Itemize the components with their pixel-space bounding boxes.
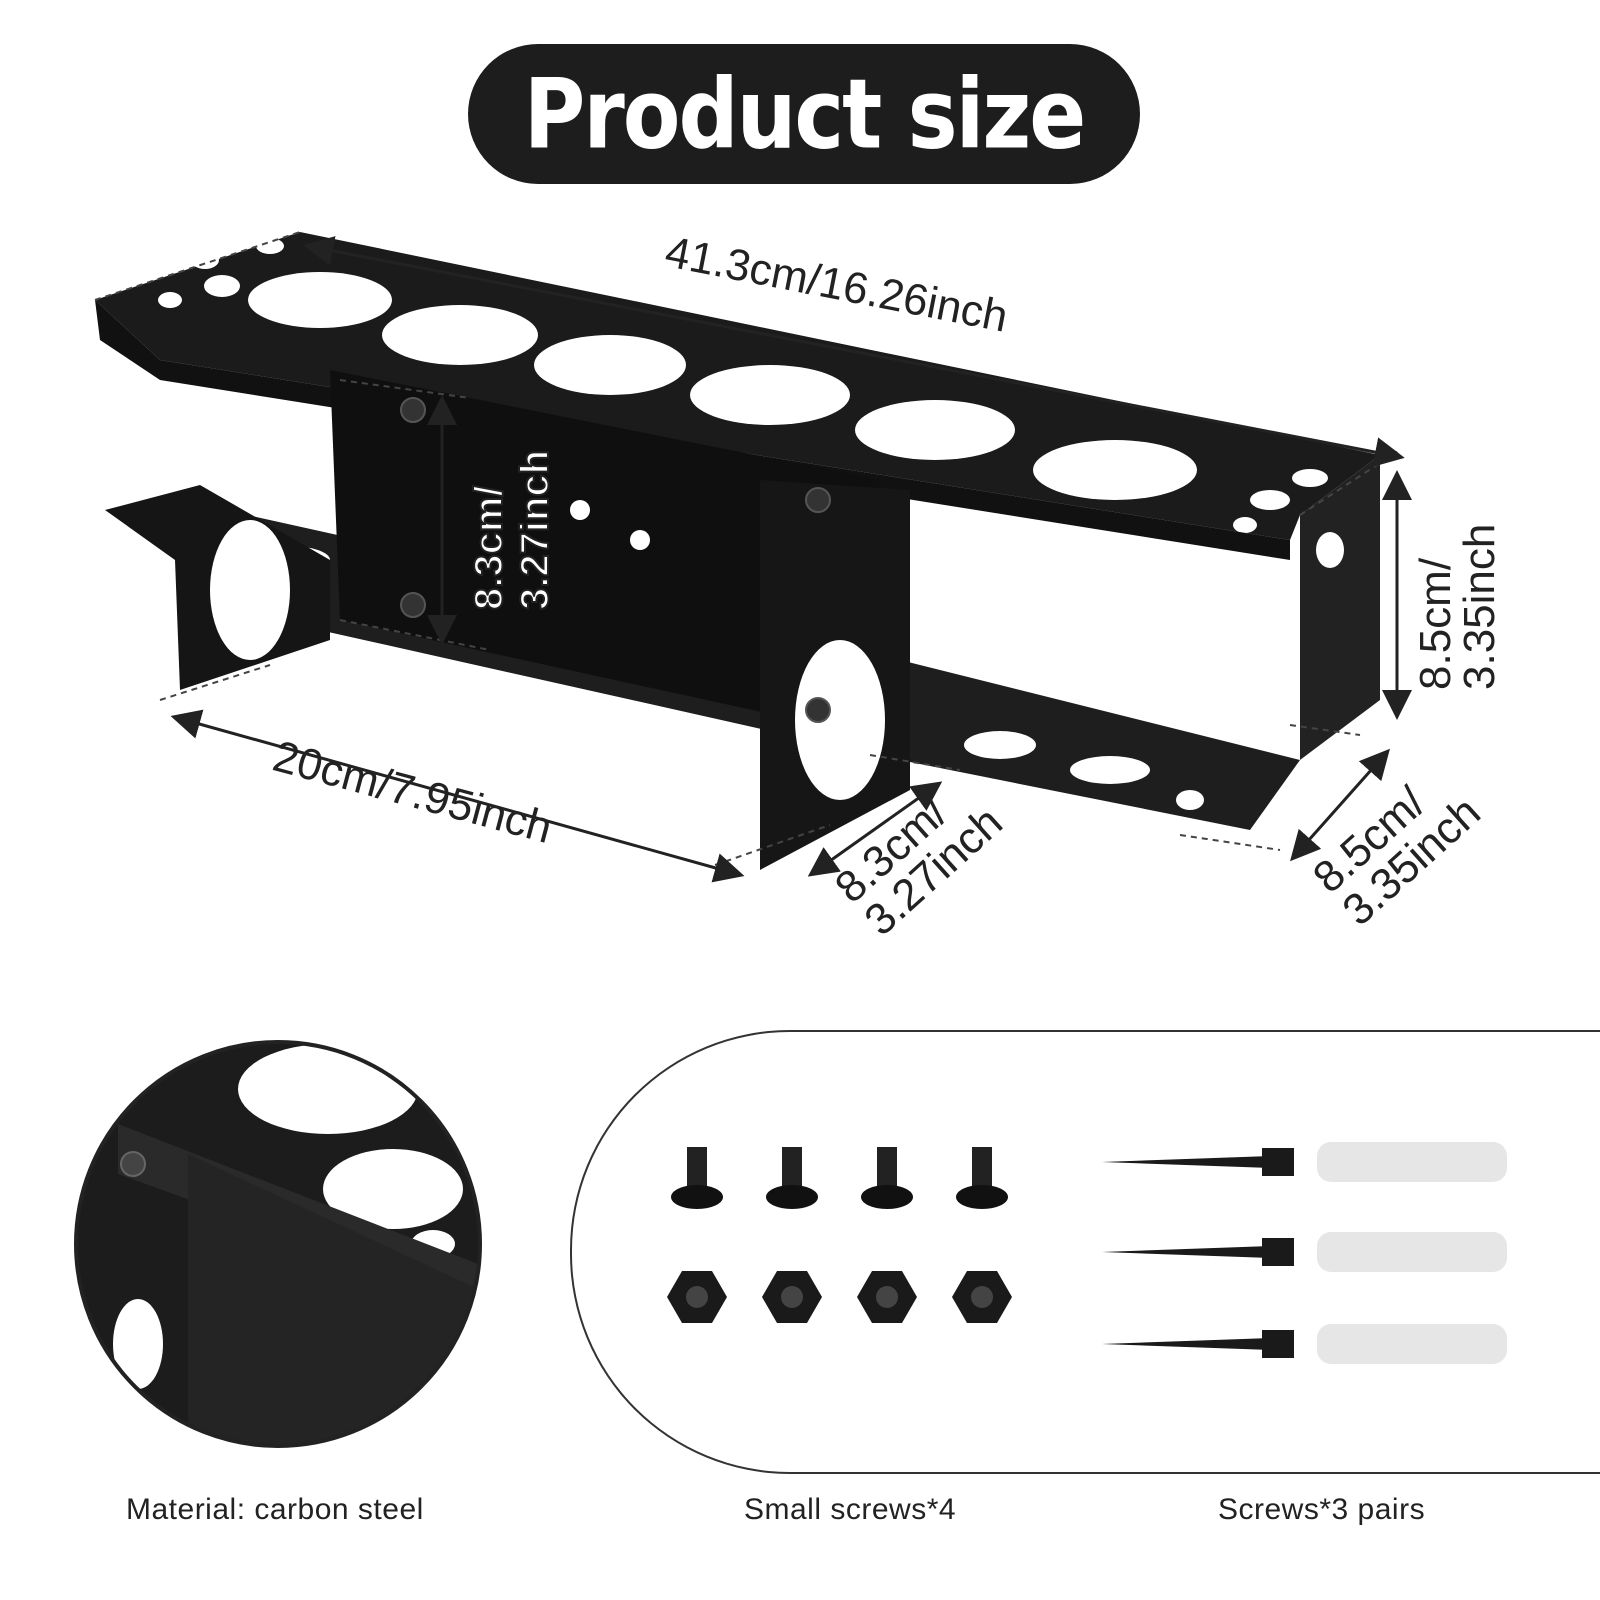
right-depth-label: 8.5cm/ 3.35inch bbox=[1304, 777, 1490, 935]
right-height-label: 8.5cm/ 3.35inch bbox=[1411, 524, 1504, 690]
depth-label: 20cm/7.95inch bbox=[268, 732, 557, 853]
length-arrow bbox=[303, 236, 1405, 467]
material-detail-image bbox=[74, 1040, 482, 1448]
right-depth-arrow bbox=[1290, 748, 1390, 862]
product-diagram: 41.3cm/16.26inch 20cm/7.95inch 8.3cm/ 3.… bbox=[94, 227, 1504, 945]
title-banner: Product size bbox=[468, 44, 1140, 184]
svg-text:3.35inch: 3.35inch bbox=[1455, 524, 1504, 690]
small-screws-group bbox=[671, 1147, 1008, 1209]
screws-pairs-caption: Screws*3 pairs bbox=[1218, 1493, 1426, 1526]
inner-height-label: 8.3cm/ 3.27inch bbox=[466, 449, 558, 611]
hardware-panel bbox=[570, 1030, 1600, 1474]
nuts-group bbox=[667, 1271, 1012, 1323]
svg-text:3.27inch: 3.27inch bbox=[513, 450, 557, 610]
depth-arrow bbox=[170, 709, 745, 883]
dimension-arrows bbox=[170, 236, 1412, 883]
screw-anchor-pairs bbox=[1102, 1142, 1507, 1364]
material-caption: Material: carbon steel bbox=[126, 1493, 424, 1526]
svg-text:8.5cm/: 8.5cm/ bbox=[1411, 557, 1460, 690]
svg-text:8.3cm/: 8.3cm/ bbox=[467, 485, 511, 610]
small-screws-caption: Small screws*4 bbox=[744, 1493, 957, 1526]
page-title: Product size bbox=[523, 57, 1086, 171]
bracket-depth-arrow bbox=[807, 781, 943, 877]
